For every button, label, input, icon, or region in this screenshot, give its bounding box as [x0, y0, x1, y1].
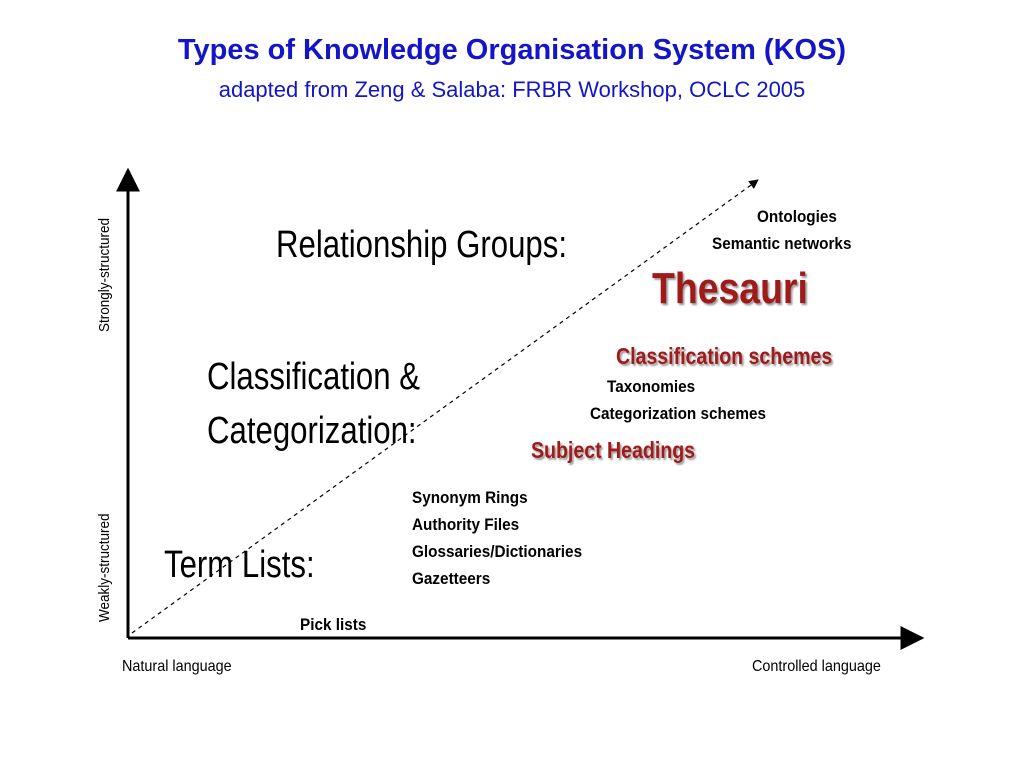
item-synonym-rings: Synonym Rings [412, 488, 528, 507]
item-ontologies: Ontologies [757, 207, 837, 226]
item-glossaries: Glossaries/Dictionaries [412, 542, 583, 561]
item-pick-lists: Pick lists [300, 615, 367, 634]
item-classification-schemes: Classification schemes [616, 343, 833, 369]
group-classification-line1: Classification & [207, 356, 421, 398]
slide-title: Types of Knowledge Organisation System (… [177, 34, 847, 66]
term-list-items: Synonym Rings Authority Files Glossaries… [412, 484, 582, 592]
item-authority-files: Authority Files [412, 515, 520, 534]
y-axis-label-strong: Strongly-structured [96, 217, 113, 332]
item-subject-headings: Subject Headings [531, 437, 696, 463]
item-semantic-networks: Semantic networks [712, 234, 852, 253]
item-thesauri: Thesauri [652, 264, 808, 313]
item-gazetteers: Gazetteers [412, 569, 491, 588]
slide-subtitle: adapted from Zeng & Salaba: FRBR Worksho… [218, 77, 806, 102]
x-axis-label-natural: Natural language [122, 658, 232, 675]
item-categorization-schemes: Categorization schemes [590, 404, 767, 423]
group-relationship: Relationship Groups: [276, 224, 567, 266]
group-classification-line2: Categorization: [207, 410, 417, 452]
x-axis-label-controlled: Controlled language [752, 658, 881, 675]
group-term-lists: Term Lists: [164, 544, 315, 586]
y-axis-label-weak: Weakly-structured [96, 513, 113, 622]
item-taxonomies: Taxonomies [607, 377, 696, 396]
progression-arrow [131, 179, 759, 634]
